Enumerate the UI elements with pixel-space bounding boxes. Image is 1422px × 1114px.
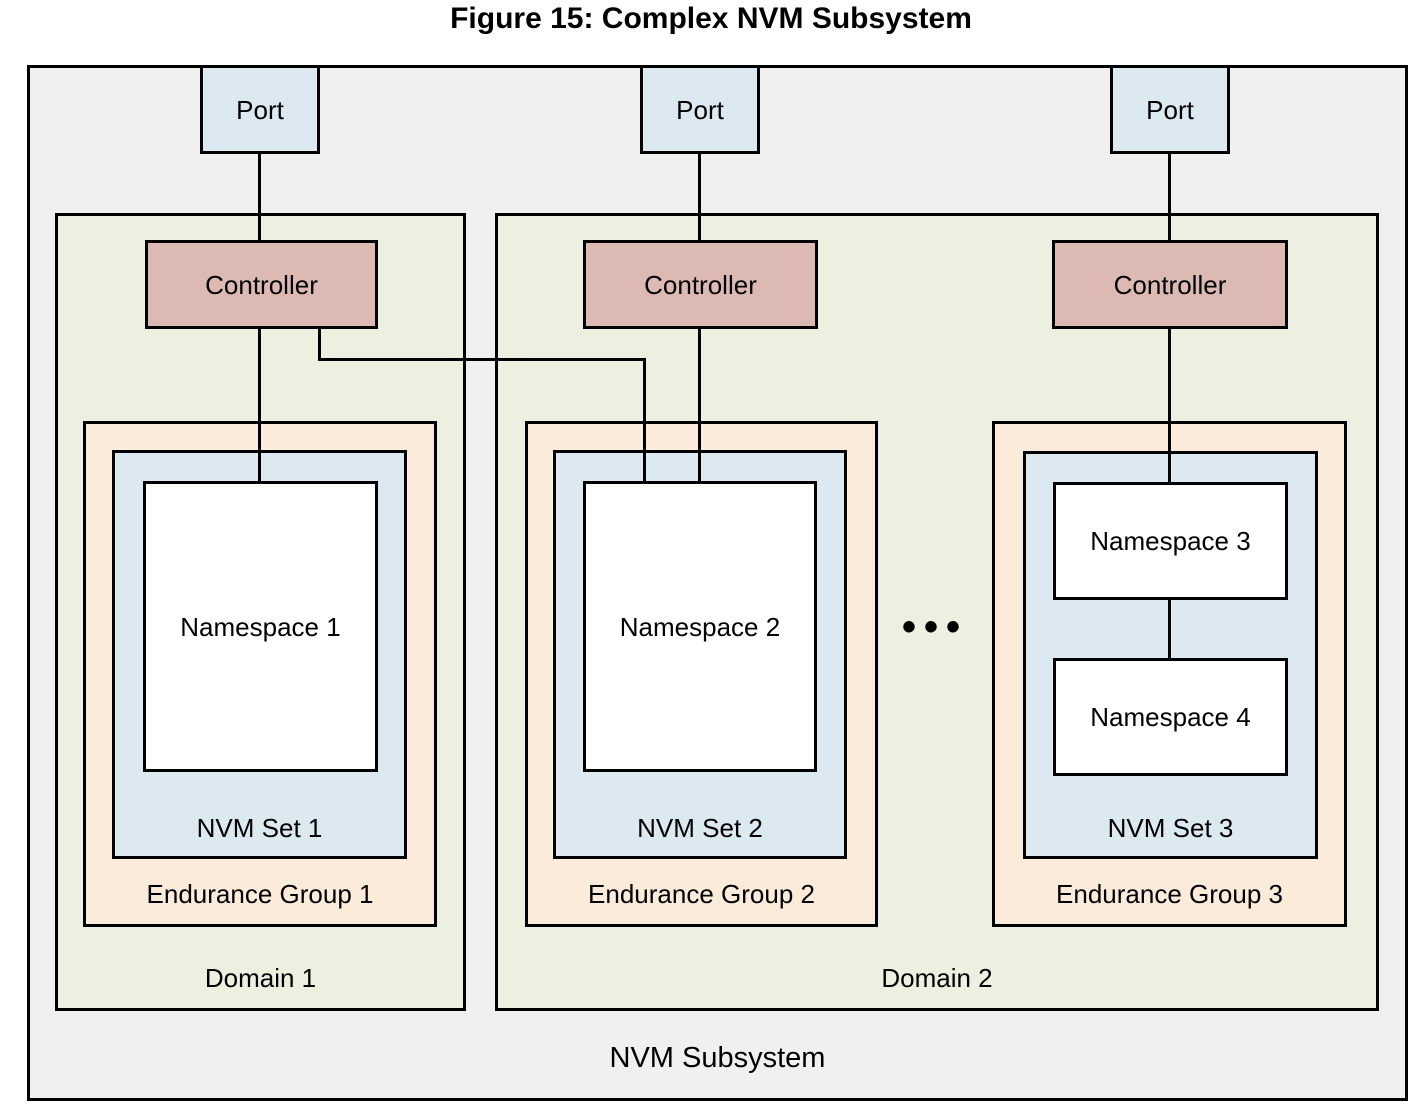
nvm-set-1-label: NVM Set 1	[196, 813, 323, 843]
connector-namespace3-namespace4	[1168, 598, 1171, 660]
endurance-group-3-label: Endurance Group 3	[1056, 879, 1283, 909]
connector-controller2-namespace2	[698, 327, 701, 483]
endurance-group-1-label: Endurance Group 1	[146, 879, 374, 909]
port-2-box: Port	[640, 65, 760, 154]
namespace-3-box: Namespace 3	[1053, 482, 1288, 600]
port-1-box: Port	[200, 65, 320, 154]
connector-port3-controller3	[1168, 152, 1171, 242]
figure-title: Figure 15: Complex NVM Subsystem	[450, 2, 972, 35]
endurance-group-2-label: Endurance Group 2	[588, 879, 815, 909]
ellipsis-icon: •••	[901, 605, 968, 649]
connector-controller3-namespace3	[1168, 327, 1171, 484]
controller-2-box: Controller	[583, 240, 818, 329]
connector-port2-controller2	[698, 152, 701, 242]
port-3-box: Port	[1110, 65, 1230, 154]
namespace-4-box: Namespace 4	[1053, 658, 1288, 776]
controller-1-box: Controller	[145, 240, 378, 329]
connector-controller1-namespace1	[258, 327, 261, 483]
nvm-subsystem-label: NVM Subsystem	[609, 1042, 826, 1074]
controller-3-box: Controller	[1052, 240, 1288, 329]
connector-controller1-namespace2-descent	[643, 358, 646, 483]
namespace-1-box: Namespace 1	[143, 481, 378, 772]
namespace-2-box: Namespace 2	[583, 481, 817, 772]
domain-1-label: Domain 1	[204, 963, 317, 993]
connector-controller1-namespace2-drop	[318, 327, 321, 361]
connector-controller1-namespace2-horizontal	[318, 358, 646, 361]
connector-port1-controller1	[258, 152, 261, 242]
nvm-set-2-label: NVM Set 2	[637, 813, 763, 843]
nvm-set-3-label: NVM Set 3	[1107, 813, 1234, 843]
domain-2-label: Domain 2	[881, 963, 993, 993]
